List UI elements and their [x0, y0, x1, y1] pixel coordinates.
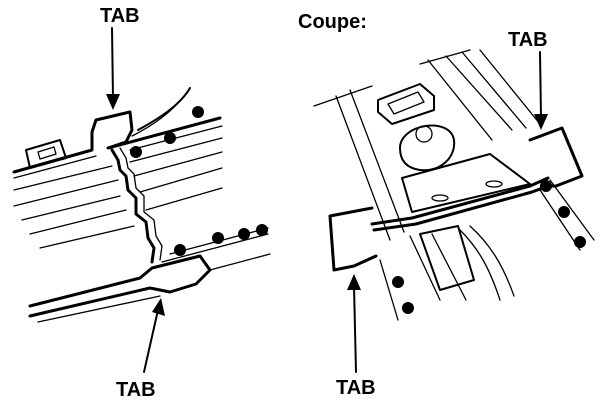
right-lower-pillar-3: [431, 233, 467, 301]
left-rib-4: [29, 209, 127, 235]
left-rib-7: [133, 151, 223, 177]
right-clip-dot-2: [558, 206, 570, 218]
coupe-title: Coupe:: [298, 11, 367, 33]
right-pillar-line-7: [461, 51, 527, 129]
right-plate-slot-2: [485, 180, 503, 188]
right-upper-tab: [528, 126, 584, 188]
right-pillar-line-5: [427, 59, 493, 141]
right-lower-pillar-2: [409, 235, 441, 301]
right-top-tab-arrow: [534, 51, 548, 130]
right-top-tab-label: TAB: [508, 29, 548, 51]
right-crossbar-top: [370, 176, 550, 226]
left-zigzag-seam-inner: [119, 147, 163, 261]
left-bracket-slot: [37, 146, 57, 160]
left-clip-dot-2: [164, 132, 176, 144]
left-trim-bottom-inner-4: [37, 295, 161, 323]
left-trim-bottom-edge: [28, 254, 212, 318]
left-rib-2: [13, 179, 119, 207]
left-trim-top-edge-inner: [13, 155, 97, 179]
right-bottom-tab-label: TAB: [336, 377, 376, 399]
right-bottom-tab-arrow: [347, 274, 361, 373]
left-body-curve-inner: [131, 95, 185, 137]
right-lower-pillar-block: [419, 225, 475, 291]
left-rib-8: [139, 167, 223, 193]
right-pillar-line-6: [445, 55, 513, 131]
left-rib-5: [39, 225, 135, 249]
right-upper-bracket: [377, 83, 435, 125]
right-center-plate: [401, 153, 531, 213]
left-trim-top-edge: [12, 110, 222, 174]
right-round-mount: [399, 124, 456, 172]
left-body-curve: [137, 87, 191, 131]
right-upper-bracket-inner: [387, 91, 425, 115]
right-lower-pillar-1: [379, 259, 399, 321]
right-pillar-line-1: [313, 85, 373, 107]
right-lower-curve: [459, 229, 501, 301]
right-clip-dot-5: [402, 302, 414, 314]
right-pillar-line-8: [479, 49, 541, 125]
left-clip-dot-7: [256, 224, 268, 236]
left-clip-dot-6: [238, 228, 250, 240]
left-trim-bottom-inner: [161, 233, 269, 263]
left-rib-3: [21, 195, 121, 221]
right-crossbar-bottom: [372, 184, 550, 232]
left-clip-dot-4: [174, 244, 186, 256]
left-bottom-tab-label: TAB: [116, 379, 156, 401]
left-rib-1: [13, 165, 113, 191]
right-side-line-2: [549, 179, 595, 241]
right-round-mount-hole: [415, 125, 433, 143]
right-side-line-1: [539, 189, 581, 251]
right-lower-curve-2: [469, 225, 515, 297]
left-bottom-tab-arrow: [143, 298, 165, 373]
left-top-tab-label: TAB: [100, 5, 140, 27]
right-coupe-illustration: Coupe:: [298, 11, 595, 399]
right-lower-tab: [328, 206, 378, 272]
right-clip-dot-3: [574, 236, 586, 248]
right-pillar-line-2: [335, 95, 391, 241]
left-clip-dot-3: [130, 146, 142, 158]
left-trim-bottom-inner-3: [209, 253, 271, 271]
right-pillar-line-3: [349, 89, 405, 233]
right-plate-slot-1: [431, 194, 449, 202]
left-rib-6: [129, 137, 223, 163]
left-trim-illustration: TAB TAB: [12, 5, 271, 401]
right-clip-dot-1: [540, 180, 552, 192]
left-clip-dot-1: [192, 106, 204, 118]
right-clip-dot-4: [392, 276, 404, 288]
left-top-tab-arrow: [106, 27, 120, 110]
left-clip-dot-5: [212, 232, 224, 244]
left-zigzag-seam: [110, 148, 156, 264]
left-rib-9: [145, 187, 223, 211]
